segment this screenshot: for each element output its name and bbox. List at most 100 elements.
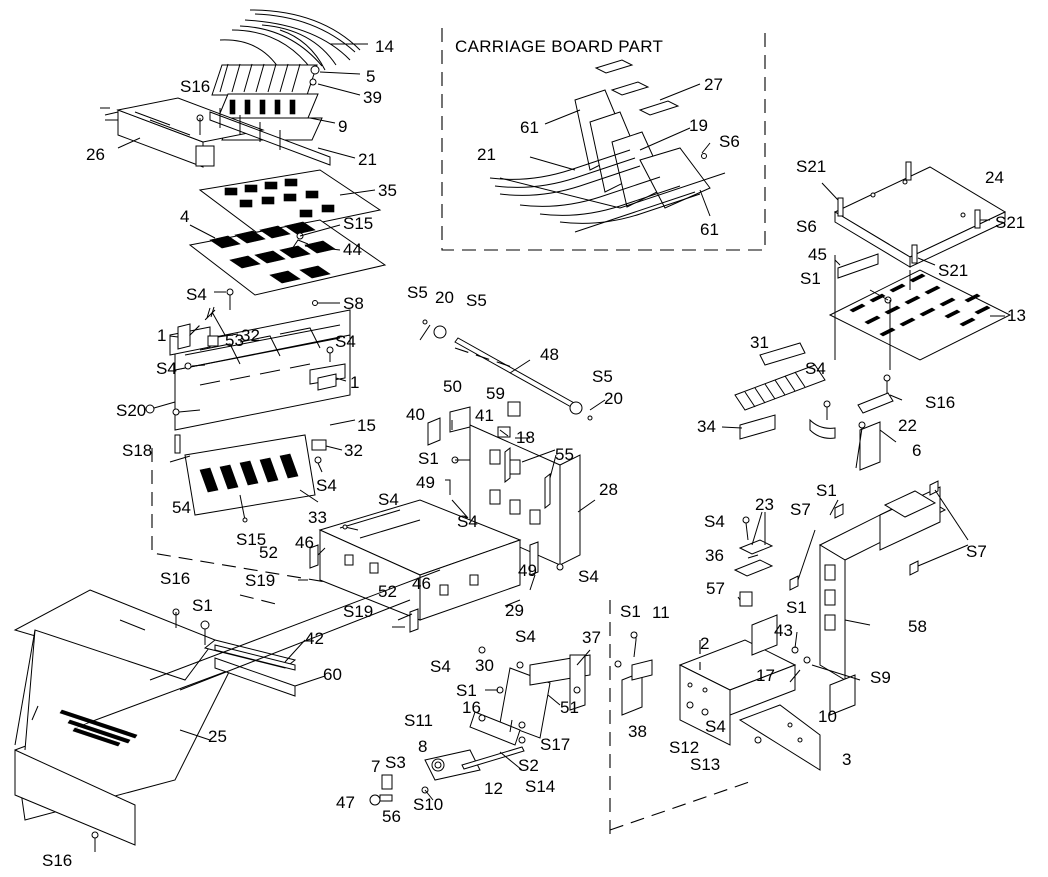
callout-S1-30: S1 xyxy=(456,681,477,700)
callout-S5-b: S5 xyxy=(466,291,487,310)
inset-ribbon-cables xyxy=(489,89,726,233)
shaft-48 xyxy=(422,319,593,421)
callout-S7-left: S7 xyxy=(790,500,811,519)
rail-42 xyxy=(203,639,297,671)
callout-12: 12 xyxy=(484,779,503,798)
callout-S1-lower-b: S1 xyxy=(786,598,807,617)
main-board-13 xyxy=(828,269,1012,361)
lower-small-parts xyxy=(369,774,434,806)
divider-21 xyxy=(209,108,331,166)
callout-49-top: 49 xyxy=(416,473,435,492)
callout-1-right: 1 xyxy=(350,373,359,392)
callout-23: 23 xyxy=(755,495,774,514)
callout-47: 47 xyxy=(336,793,355,812)
callout-56: 56 xyxy=(382,807,401,826)
head-cable-bundle xyxy=(219,9,368,71)
callout-22: 22 xyxy=(898,416,917,435)
callout-S1-lower: S1 xyxy=(620,602,641,621)
cover-plate-26 xyxy=(100,97,265,168)
callout-S5-c: S5 xyxy=(592,367,613,386)
callout-45: 45 xyxy=(808,245,827,264)
callout-42: 42 xyxy=(305,629,324,648)
small-part-38 xyxy=(621,659,653,716)
callout-8: 8 xyxy=(418,737,427,756)
callout-28: 28 xyxy=(599,480,618,499)
callout-46-right: 46 xyxy=(412,574,431,593)
callout-18: 18 xyxy=(516,428,535,447)
callout-19: 19 xyxy=(689,116,708,135)
callout-35: 35 xyxy=(378,181,397,200)
brackets-1 xyxy=(177,323,337,391)
callout-3: 3 xyxy=(842,750,851,769)
callout-S16-bottom: S16 xyxy=(42,851,72,870)
callout-26: 26 xyxy=(86,145,105,164)
motor-8 xyxy=(424,749,481,781)
callout-S21-bottom: S21 xyxy=(938,261,968,280)
callout-55: 55 xyxy=(555,445,574,464)
callout-61-bottom: 61 xyxy=(700,220,719,239)
callout-S4-c: S4 xyxy=(156,359,177,378)
bracket-23-36 xyxy=(733,539,774,607)
screw-S4-top xyxy=(226,288,234,310)
callout-43: 43 xyxy=(774,621,793,640)
bracket-37 xyxy=(529,654,591,711)
callout-21-left: 21 xyxy=(358,150,377,169)
callout-9: 9 xyxy=(338,117,347,136)
callout-S9: S9 xyxy=(870,668,891,687)
callout-S15-bottom: S15 xyxy=(236,530,266,549)
callout-37: 37 xyxy=(582,628,601,647)
cable-carrier-31-34 xyxy=(734,342,836,440)
inset-connectors xyxy=(594,59,680,116)
callout-52-left: 52 xyxy=(259,543,278,562)
callout-48: 48 xyxy=(540,345,559,364)
callout-54: 54 xyxy=(172,498,191,517)
callout-S5-a: S5 xyxy=(407,283,428,302)
callout-S1-cover: S1 xyxy=(192,596,213,615)
callout-S20: S20 xyxy=(116,401,146,420)
callout-S14: S14 xyxy=(525,777,555,796)
callout-labels: 14 5 39 S16 9 26 21 35 4 S15 44 S4 S8 53… xyxy=(42,37,1026,870)
box-43-10 xyxy=(751,614,856,716)
callout-29: 29 xyxy=(505,601,524,620)
callout-S19-left: S19 xyxy=(245,571,275,590)
callout-S16-top: S16 xyxy=(180,77,210,96)
callout-S4-lower: S4 xyxy=(430,657,451,676)
callout-14: 14 xyxy=(375,37,394,56)
callout-S1-center: S1 xyxy=(418,449,439,468)
callout-49-bottom: 49 xyxy=(518,561,537,580)
callout-5: 5 xyxy=(366,67,375,86)
callout-S21-left: S21 xyxy=(796,157,826,176)
callout-32-top: 32 xyxy=(241,326,260,345)
callout-S13: S13 xyxy=(690,755,720,774)
callout-S4-center: S4 xyxy=(457,512,478,531)
callout-S18: S18 xyxy=(122,441,152,460)
callout-S12: S12 xyxy=(669,738,699,757)
head-assembly-4 xyxy=(188,219,387,296)
callout-S6-right: S6 xyxy=(796,217,817,236)
callout-39: 39 xyxy=(363,88,382,107)
callout-50: 50 xyxy=(443,377,462,396)
callout-31: 31 xyxy=(750,333,769,352)
callout-13: 13 xyxy=(1007,306,1026,325)
callout-S1-right: S1 xyxy=(800,269,821,288)
callout-S1-mid: S1 xyxy=(816,481,837,500)
callout-S4-center-b: S4 xyxy=(578,567,599,586)
callout-S10: S10 xyxy=(413,795,443,814)
callout-32-bottom: 32 xyxy=(344,441,363,460)
callout-S21-right: S21 xyxy=(995,213,1025,232)
callout-4: 4 xyxy=(180,207,189,226)
lower-board-33 xyxy=(184,434,316,516)
cover-25 xyxy=(13,589,232,846)
clip-32 xyxy=(207,335,327,451)
callout-2: 2 xyxy=(700,634,709,653)
callout-20-top: 20 xyxy=(435,288,454,307)
inset-leaders xyxy=(529,83,711,217)
callout-S16-right: S16 xyxy=(925,393,955,412)
callout-24: 24 xyxy=(985,168,1004,187)
callout-10: 10 xyxy=(818,707,837,726)
callout-S6-inset: S6 xyxy=(719,132,740,151)
callout-57: 57 xyxy=(706,579,725,598)
callout-S2: S2 xyxy=(518,756,539,775)
top-cover-24 xyxy=(833,166,1007,268)
